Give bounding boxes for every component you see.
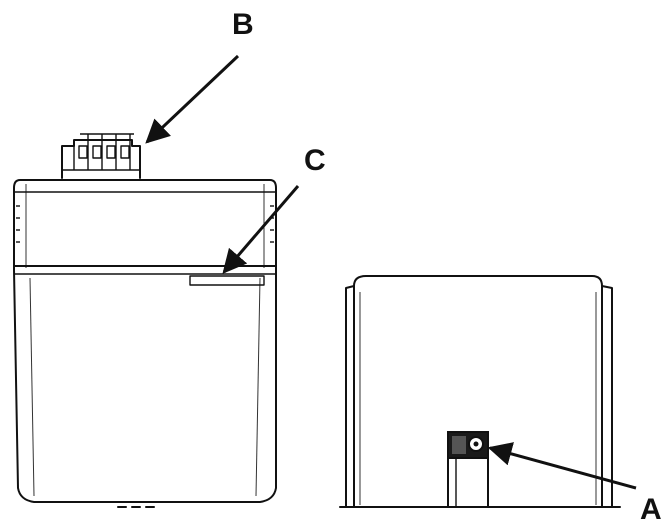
- callout-a-leader: [487, 442, 637, 490]
- callout-b-label: B: [232, 8, 254, 41]
- callout-c-label: C: [304, 144, 326, 177]
- callout-c-leader: [222, 185, 300, 274]
- side-view-module: [339, 275, 621, 508]
- front-view-module: [13, 133, 277, 508]
- side-housing: [353, 275, 603, 508]
- callout-a-label: A: [640, 493, 662, 526]
- front-housing: [13, 179, 277, 503]
- side-vents: [16, 205, 274, 243]
- port-socket: [447, 431, 489, 508]
- latch-tab: [189, 275, 265, 286]
- callout-b-leader: [145, 54, 240, 144]
- connector-pins: [61, 133, 141, 179]
- housing-seam: [13, 265, 277, 275]
